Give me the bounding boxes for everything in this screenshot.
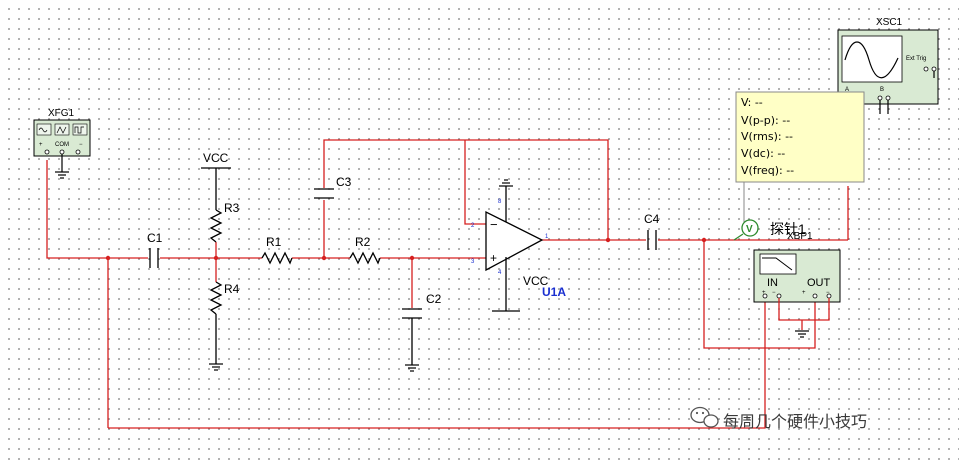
r4-ground-icon: [209, 363, 223, 371]
opamp-pin-4: 4: [498, 270, 502, 276]
svg-text:−: −: [772, 290, 776, 296]
resistor-r3[interactable]: R3: [209, 201, 240, 243]
probe-reading-vpp: V(p-p): --: [741, 114, 790, 127]
voltage-probe-icon[interactable]: V: [733, 219, 759, 241]
vcc-top-rail: VCC: [201, 151, 231, 210]
xbp1-out-label: OUT: [807, 277, 831, 289]
svg-text:+: +: [802, 290, 806, 296]
resistor-r1[interactable]: R1: [261, 235, 293, 265]
u1a-label: U1A: [542, 285, 566, 299]
r3-label: R3: [224, 201, 240, 215]
capacitor-c2[interactable]: C2: [402, 292, 442, 365]
xsc1-label: XSC1: [876, 17, 903, 28]
channel-a-label: A: [845, 87, 849, 93]
probe-reading-vfreq: V(freq): --: [741, 164, 794, 177]
capacitor-c1[interactable]: C1: [147, 231, 163, 268]
square-wave-icon: [74, 126, 84, 134]
sine-wave-icon: [38, 127, 48, 133]
channel-b-label: B: [880, 87, 884, 93]
watermark-text: 每周几个硬件小技巧: [723, 412, 867, 431]
function-generator-xfg1[interactable]: + COM − XFG1: [33, 108, 91, 157]
capacitor-c4[interactable]: C4: [644, 212, 660, 250]
opamp-u1a[interactable]: − + 2 3 1 4 8 VCC U1A: [471, 186, 566, 312]
r4-label: R4: [224, 282, 240, 296]
probe-reading-v: V: --: [741, 96, 763, 109]
svg-text:+: +: [39, 142, 43, 148]
svg-text:−: −: [826, 290, 830, 296]
vcc-top-label: VCC: [203, 151, 229, 165]
ext-trig-label: Ext Trig: [906, 56, 926, 62]
c1-label: C1: [147, 231, 163, 245]
c2-label: C2: [426, 292, 442, 306]
waveform-icon: [844, 41, 899, 79]
xbp1-label: XBP1: [787, 231, 813, 242]
c4-label: C4: [644, 212, 660, 226]
c3-label: C3: [336, 175, 352, 189]
c2-ground-icon: [405, 364, 419, 372]
probe-readout-box: V: -- V(p-p): -- V(rms): -- V(dc): -- V(…: [735, 91, 865, 183]
wires: [46, 139, 849, 429]
xfg1-com-label: COM: [55, 142, 69, 148]
resistor-r4[interactable]: R4: [209, 281, 240, 364]
svg-text:+: +: [490, 251, 497, 265]
oscilloscope-xsc1[interactable]: Ext Trig A B XSC1: [837, 17, 939, 105]
bode-plotter-xbp1[interactable]: IN OUT + − + −: [753, 249, 841, 303]
xfg1-ground-icon: [55, 154, 69, 179]
bode-screen: [759, 253, 797, 275]
r2-label: R2: [355, 235, 371, 249]
r1-label: R1: [266, 235, 282, 249]
opamp-pin-2: 2: [471, 223, 475, 229]
svg-text:V: V: [746, 224, 753, 235]
svg-text:−: −: [490, 217, 498, 232]
wechat-watermark: 每周几个硬件小技巧: [690, 406, 867, 431]
vcc-op-label: VCC: [523, 274, 549, 288]
svg-text:+: +: [762, 290, 766, 296]
oscilloscope-leads: [879, 71, 935, 114]
capacitor-c3[interactable]: C3: [314, 175, 352, 199]
xfg1-label: XFG1: [48, 108, 75, 119]
wechat-logo-icon: [690, 406, 719, 428]
resistor-r2[interactable]: R2: [349, 235, 381, 265]
oscilloscope-screen: [841, 35, 903, 83]
junctions: [105, 237, 707, 261]
opamp-pin-3: 3: [471, 259, 475, 265]
svg-text:−: −: [79, 142, 83, 148]
triangle-wave-icon: [56, 126, 67, 134]
opamp-ground-icon: [499, 179, 513, 187]
probe-reading-vdc: V(dc): --: [741, 147, 785, 160]
opamp-pin-8: 8: [498, 199, 502, 205]
probe-reading-vrms: V(rms): --: [741, 130, 793, 143]
bode-curve-icon: [762, 257, 793, 271]
bode-ground-wiring: [778, 298, 830, 338]
probe-label: 探针1: [770, 221, 806, 237]
opamp-pin-1: 1: [545, 234, 549, 240]
xbp1-in-label: IN: [767, 277, 778, 289]
